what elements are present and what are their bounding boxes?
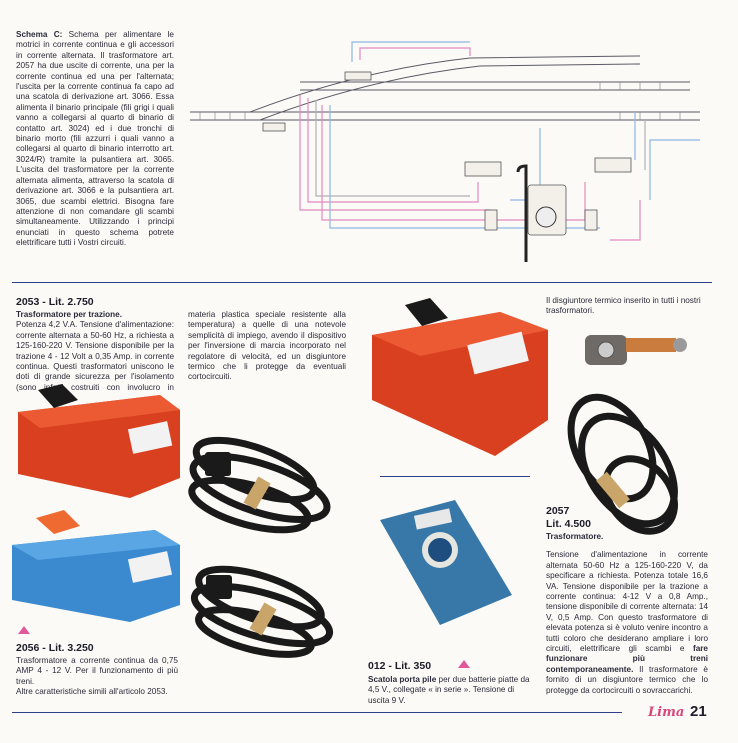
product-2057-body: Tensione d'alimentazione in corrente alt… — [546, 550, 708, 654]
schema-title: Schema C: — [16, 30, 63, 39]
product-012-code: 012 - Lit. 350 — [368, 660, 432, 672]
page-number: 21 — [690, 703, 707, 720]
product-2057-bold: fare funzionare più treni contemporaneam… — [546, 644, 708, 674]
product-2053-subtitle: Trasformatore per trazione. — [16, 310, 123, 319]
product-012-text: Scatola porta pile per due batterie piat… — [368, 675, 533, 706]
middle-rule — [380, 476, 530, 477]
bottom-rule — [12, 712, 622, 713]
product-2057-text: Trasformatore. Tensione d'alimentazione … — [546, 532, 708, 696]
schema-text: Schema C: Schema per alimentare le motri… — [16, 30, 174, 249]
disgiuntore-text: Il disgiuntore termico inserito in tutti… — [546, 296, 701, 316]
top-rule — [12, 282, 712, 283]
product-012-body: per due batterie piatte da 4,5 V., colle… — [368, 675, 530, 705]
product-2056-text: Trasformatore a corrente continua da 0,7… — [16, 656, 178, 698]
product-2057-code: 2057 — [546, 505, 570, 517]
product-2056-body: Trasformatore a corrente continua da 0,7… — [16, 656, 178, 686]
product-2057-price: Lit. 4.500 — [546, 518, 591, 530]
product-2057-subtitle: Trasformatore. — [546, 532, 604, 541]
product-2056-code: 2056 - Lit. 3.250 — [16, 642, 94, 654]
schema-body: Schema per alimentare le motrici in corr… — [16, 30, 174, 248]
product-2057-body-end: Il trasformatore è fornito di un disgiun… — [546, 664, 708, 695]
product-2053-text: Trasformatore per trazione. Potenza 4,2 … — [16, 310, 346, 393]
new-triangle-2056 — [18, 626, 30, 634]
brand-logo: Lima — [648, 705, 685, 720]
product-2056-body2: Altre caratteristiche simili all'articol… — [16, 687, 168, 697]
product-2053-body: Potenza 4,2 V.A. Tensione d'alimentazion… — [16, 310, 346, 392]
product-012-bold: Scatola porta pile — [368, 675, 437, 684]
product-2053-code: 2053 - Lit. 2.750 — [16, 296, 94, 308]
new-triangle-012 — [458, 660, 470, 668]
